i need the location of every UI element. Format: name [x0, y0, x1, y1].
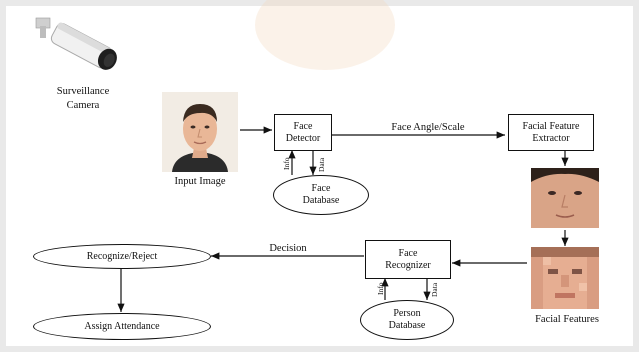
person-db-info-label: Info	[376, 282, 385, 296]
assign-attendance-node: Assign Attendance	[33, 313, 211, 340]
face-database-label: Face Database	[302, 183, 340, 206]
camera-label-line1: Surveillance	[56, 86, 110, 97]
decision-label: Decision	[269, 243, 307, 254]
face-recognizer-label: Face Recognizer	[385, 247, 431, 271]
recognize-reject-label: Recognize/Reject	[86, 250, 158, 262]
face-db-data-label: Data	[317, 157, 326, 172]
input-face-photo	[162, 92, 238, 172]
facial-feature-extractor-label: Facial Feature Extractor	[522, 120, 580, 144]
camera-label-line2: Camera	[66, 100, 100, 111]
face-angle-scale-label: Face Angle/Scale	[391, 122, 465, 133]
cropped-face-photo	[531, 168, 599, 228]
face-db-info-label: Info	[282, 157, 291, 171]
input-image-label: Input Image	[174, 176, 226, 187]
person-db-data-label: Data	[430, 282, 439, 297]
facial-feature-extractor-box: Facial Feature Extractor	[508, 114, 594, 151]
recognize-reject-node: Recognize/Reject	[33, 244, 211, 269]
surveillance-camera-icon	[35, 17, 117, 70]
facial-features-label: Facial Features	[535, 314, 599, 325]
face-database-node: Face Database	[273, 175, 369, 215]
person-database-node: Person Database	[360, 300, 454, 340]
assign-attendance-label: Assign Attendance	[84, 320, 160, 332]
person-database-label: Person Database	[388, 308, 426, 331]
facial-features-photo	[531, 247, 599, 309]
watermark-shape	[255, 0, 395, 70]
face-detector-box: Face Detector	[274, 114, 332, 151]
face-recognizer-box: Face Recognizer	[365, 240, 451, 279]
face-detector-label: Face Detector	[285, 120, 321, 144]
